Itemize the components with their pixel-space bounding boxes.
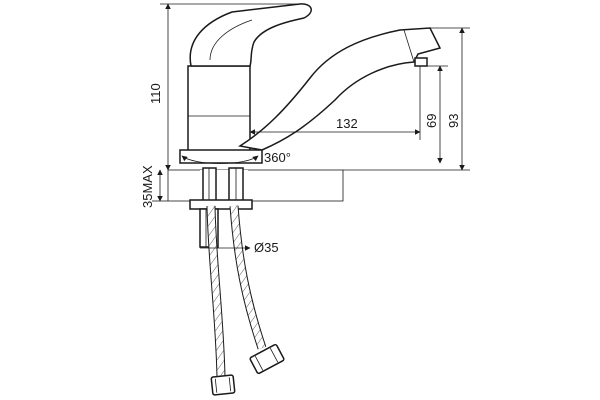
- flexible-hoses: [206, 205, 285, 396]
- dim-label-rotation: 360°: [264, 150, 291, 165]
- dimension-lines: [152, 3, 470, 251]
- dim-label-132: 132: [336, 116, 358, 131]
- countertop-section: [167, 169, 344, 202]
- dim-label-110: 110: [148, 83, 163, 104]
- dim-label-35max: 35MAX: [140, 165, 155, 208]
- spout: [237, 27, 442, 151]
- rotation-indicator: [181, 155, 259, 164]
- dim-label-69: 69: [424, 114, 439, 128]
- dim-label-mount-hole: Ø35: [254, 240, 279, 255]
- lever-handle: [189, 3, 312, 67]
- dim-label-93: 93: [446, 114, 461, 128]
